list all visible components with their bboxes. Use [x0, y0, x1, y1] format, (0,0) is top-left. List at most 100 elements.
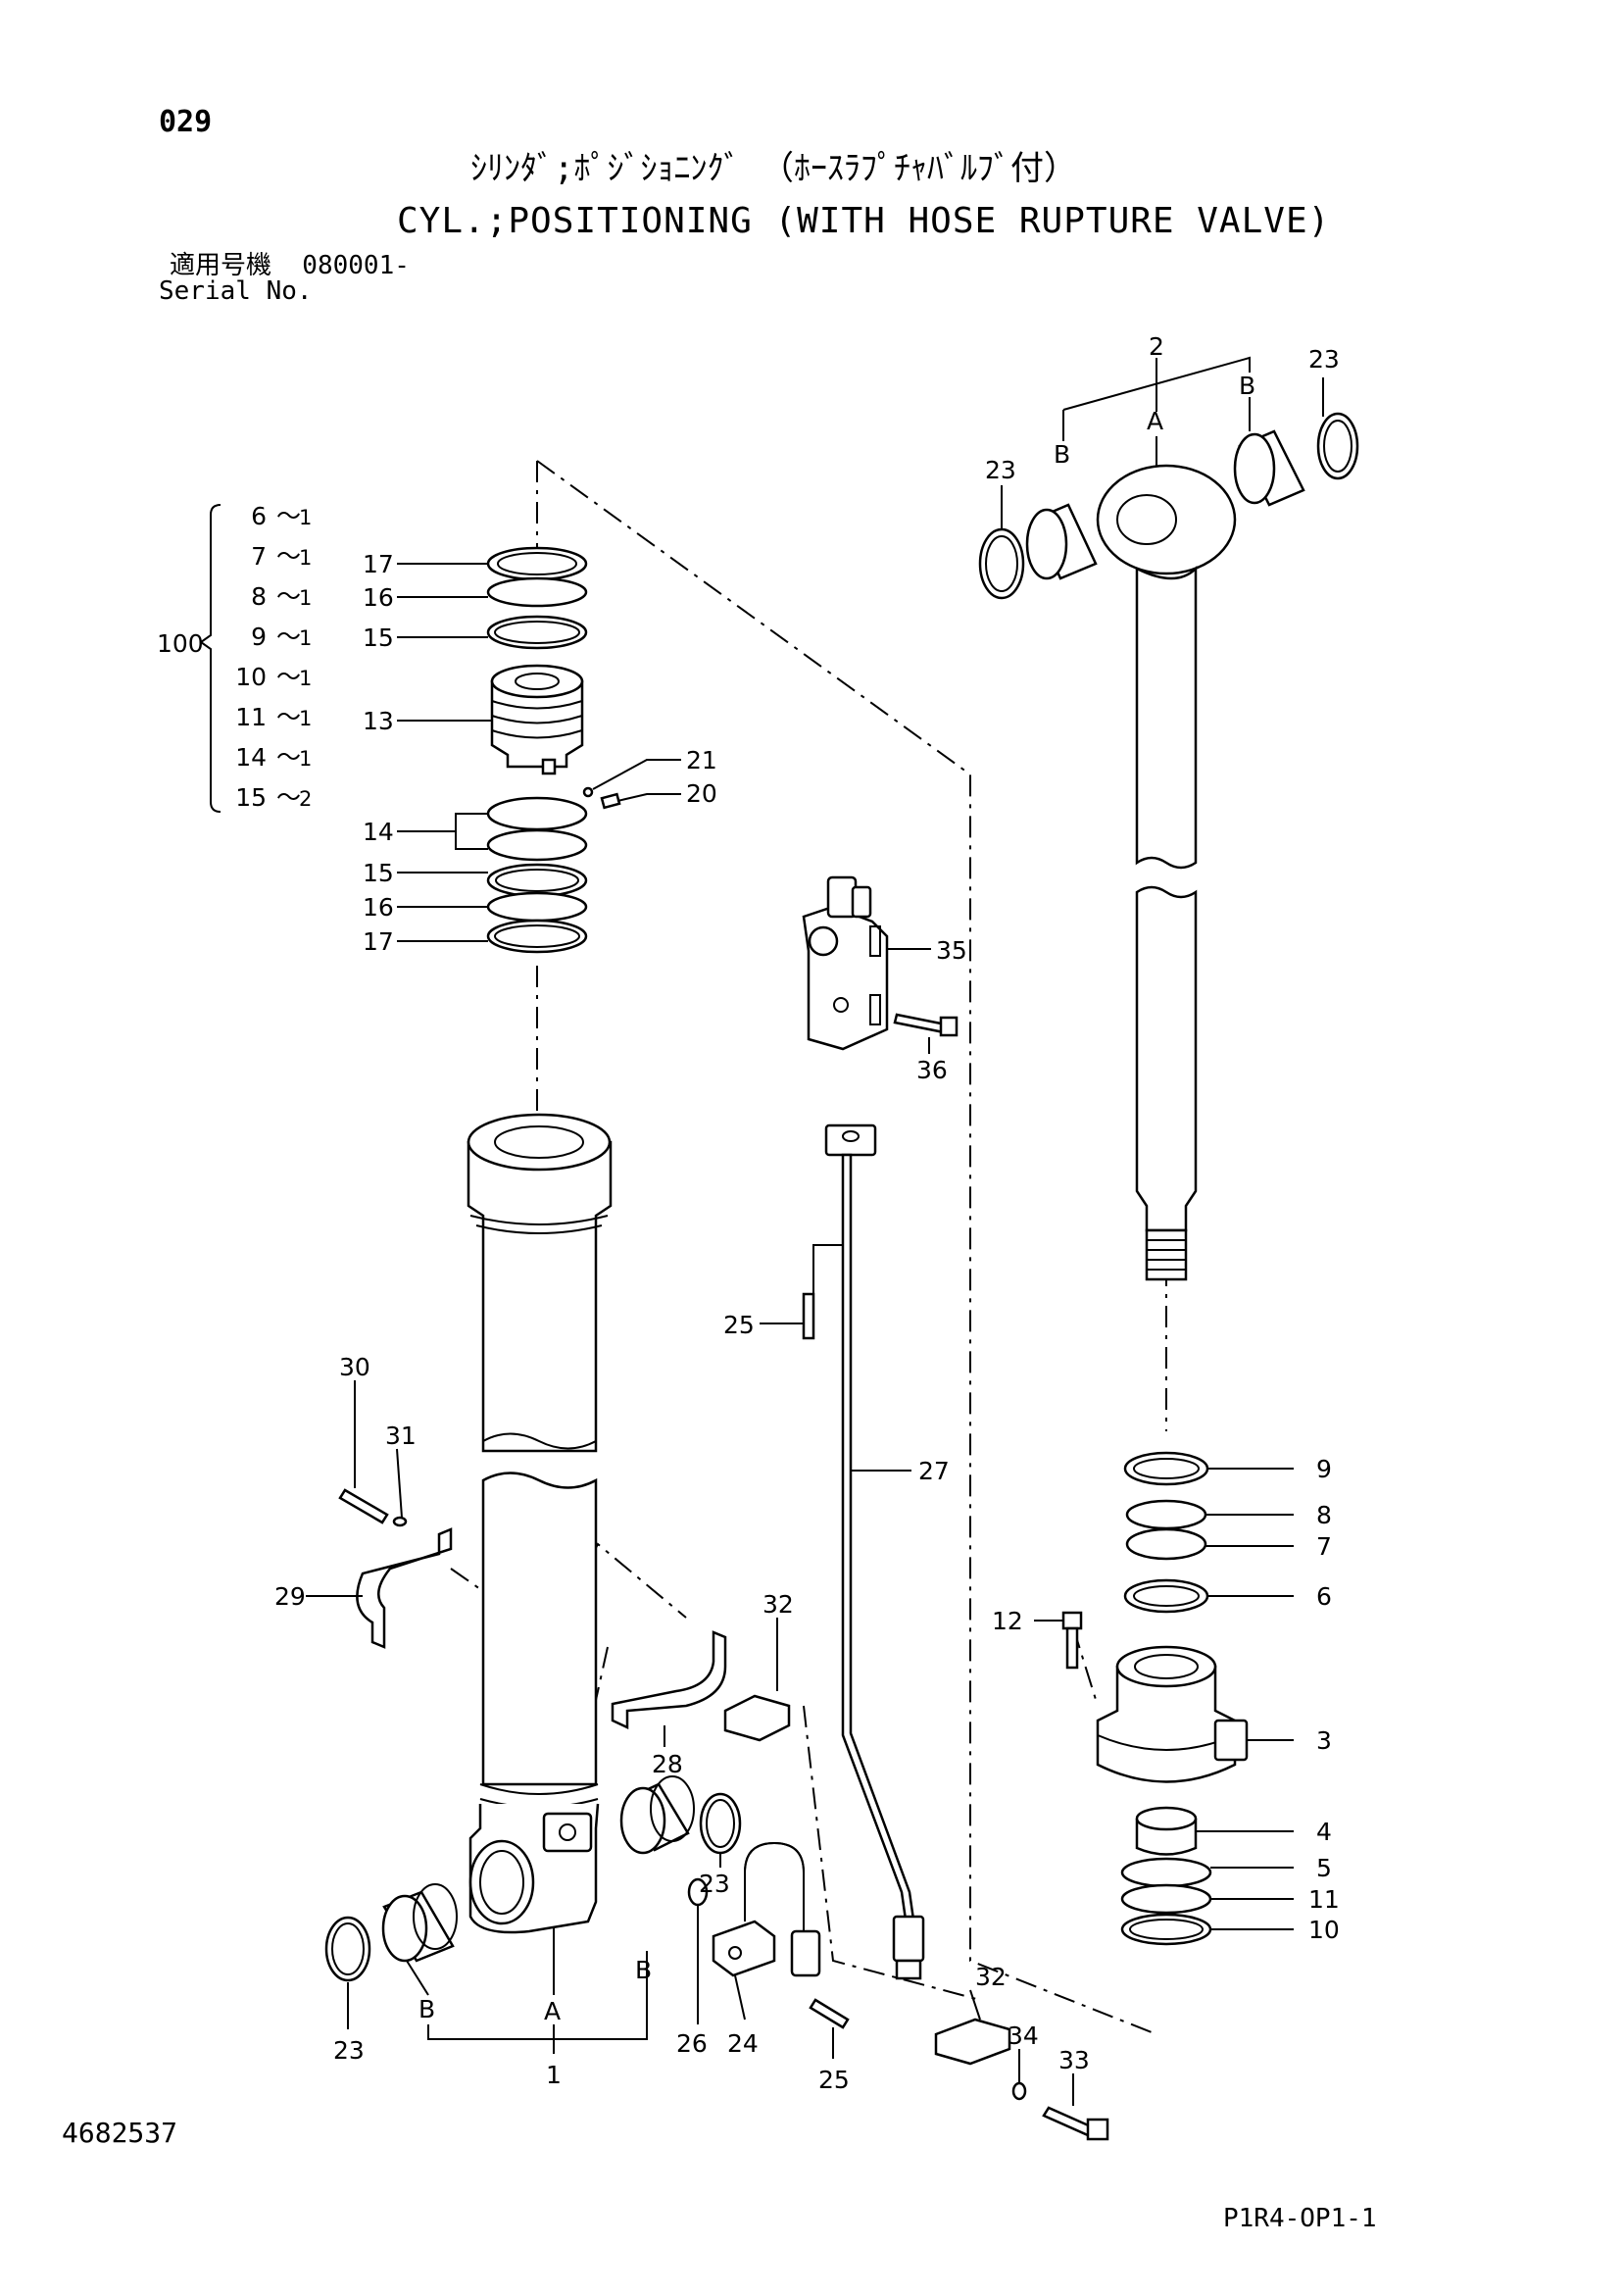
- head-seal-stack: [1120, 1806, 1212, 1946]
- callout-23: 23: [1308, 345, 1340, 374]
- rod-bushing-right: [1233, 429, 1305, 507]
- callout-23: 23: [333, 2036, 365, 2065]
- kit-item-part: 8: [251, 582, 267, 611]
- callout-30: 30: [339, 1353, 370, 1381]
- kit-item: 6 ～1: [251, 502, 312, 530]
- rod-seal-stack: [1123, 1451, 1209, 1614]
- serial-label-japanese: 適用号機 080001-: [170, 251, 410, 280]
- kit-item: 14～1: [235, 743, 312, 772]
- kit-item-part: 11: [235, 703, 267, 731]
- kit-item-part: 9: [251, 623, 267, 651]
- callout-23: 23: [985, 456, 1016, 484]
- callout-32: 32: [762, 1590, 794, 1619]
- tilde-separator: ～: [276, 703, 301, 731]
- callout-16: 16: [363, 893, 394, 922]
- tilde-separator: ～: [276, 783, 301, 812]
- callout-17: 17: [363, 927, 394, 956]
- callout-21: 21: [686, 746, 717, 774]
- callout-20: 20: [686, 779, 717, 808]
- kit-item-qty: 2: [299, 787, 312, 811]
- kit-item: 8 ～1: [251, 582, 312, 611]
- callout-11: 11: [1308, 1885, 1340, 1914]
- kit-item: 11 ～1: [235, 703, 312, 731]
- bolt-12: [1061, 1611, 1083, 1670]
- tilde-separator: ～: [276, 502, 301, 530]
- tilde-separator: ～: [276, 582, 301, 611]
- kit-item-qty: 1: [299, 506, 312, 529]
- callout-4: 4: [1316, 1818, 1332, 1846]
- kit-item-qty: 1: [299, 586, 312, 610]
- tilde-separator: ～: [276, 743, 301, 772]
- callout-9: 9: [1316, 1455, 1332, 1483]
- callout-34: 34: [1008, 2021, 1039, 2050]
- tilde-separator: ～: [276, 663, 301, 691]
- piston-seal-set-lower: [486, 796, 588, 954]
- tube-bushing-right: [619, 1775, 695, 1855]
- kit-item: 7～1: [251, 542, 312, 571]
- callout-10: 10: [1308, 1916, 1340, 1944]
- label-rod-b: B: [1239, 372, 1255, 400]
- tube-bushing-left: [381, 1883, 458, 1963]
- washer-34: [1011, 2081, 1027, 2101]
- bolt-36: [893, 1013, 959, 1037]
- label-rod-a: A: [1147, 407, 1163, 435]
- tilde-separator: ～: [276, 542, 301, 571]
- kit-item-part: 15: [235, 783, 267, 812]
- title-japanese: ｼﾘﾝﾀﾞ;ﾎﾟｼﾞｼｮﾆﾝｸﾞ （ﾎｰｽﾗﾌﾟﾁｬﾊﾞﾙﾌﾞ付）: [470, 149, 1077, 188]
- leader-lines: [306, 356, 1324, 2106]
- kit-item-qty: 1: [299, 626, 312, 650]
- label-tube-b: B: [418, 1995, 435, 2023]
- callout-5: 5: [1316, 1854, 1332, 1882]
- kit-item: 10～1: [235, 663, 312, 691]
- document-id: 4682537: [62, 2117, 178, 2149]
- bolt-30: [338, 1488, 389, 1524]
- clamp-block-32a: [723, 1694, 791, 1742]
- callout-26: 26: [676, 2029, 708, 2058]
- piston: [490, 664, 584, 775]
- callout-14: 14: [363, 818, 394, 846]
- callout-1: 1: [546, 2061, 562, 2089]
- kit-number: 100: [157, 629, 204, 658]
- tube-seal-left: [324, 1916, 371, 1982]
- callout-23: 23: [699, 1870, 730, 1898]
- rod-seal-left: [978, 527, 1025, 600]
- callout-25: 25: [818, 2066, 850, 2094]
- flange-24: [712, 1920, 776, 1977]
- u-pipe: [744, 1841, 821, 1977]
- tilde-separator: ～: [276, 623, 301, 651]
- callout-36: 36: [916, 1056, 948, 1084]
- kit-100-list: 100 6～17～18～19～110～111～114～115～2: [157, 502, 312, 813]
- set-screw-and-ball: [582, 786, 621, 810]
- callout-labels: 17 16 15 13 21 20 14 15 16 17 2 23 B A B…: [274, 332, 1340, 2094]
- piston-seal-set-upper: [486, 546, 588, 650]
- cylinder-tube: [467, 1113, 613, 1934]
- callout-35: 35: [936, 936, 967, 965]
- clamp-28: [611, 1630, 727, 1729]
- rod-seal-right: [1316, 412, 1359, 480]
- label-tube-a: A: [544, 1997, 561, 2025]
- callout-27: 27: [918, 1457, 950, 1485]
- serial-label-english: Serial No.: [159, 276, 313, 306]
- callout-6: 6: [1316, 1582, 1332, 1611]
- tube-seal-right: [699, 1792, 742, 1855]
- kit-item-part: 6: [251, 502, 267, 530]
- callout-3: 3: [1316, 1726, 1332, 1755]
- clamp-29: [356, 1527, 453, 1649]
- kit-item-qty: 1: [299, 707, 312, 730]
- callout-7: 7: [1316, 1532, 1332, 1561]
- hose-rupture-valve: [802, 875, 889, 1051]
- callout-8: 8: [1316, 1501, 1332, 1529]
- kit-item: 9 ～1: [251, 623, 312, 651]
- kit-item: 15 ～2: [235, 783, 312, 812]
- callout-33: 33: [1058, 2046, 1090, 2074]
- page-number: 029: [159, 105, 213, 139]
- rod-bushing-left: [1025, 503, 1098, 580]
- callout-32: 32: [975, 1963, 1007, 1991]
- title-english: CYL.;POSITIONING (WITH HOSE RUPTURE VALV…: [397, 201, 1331, 241]
- callout-2: 2: [1149, 332, 1164, 361]
- kit-item-part: 14: [235, 743, 267, 772]
- bolt-25a: [802, 1292, 815, 1340]
- callout-12: 12: [992, 1607, 1023, 1635]
- callout-15: 15: [363, 859, 394, 887]
